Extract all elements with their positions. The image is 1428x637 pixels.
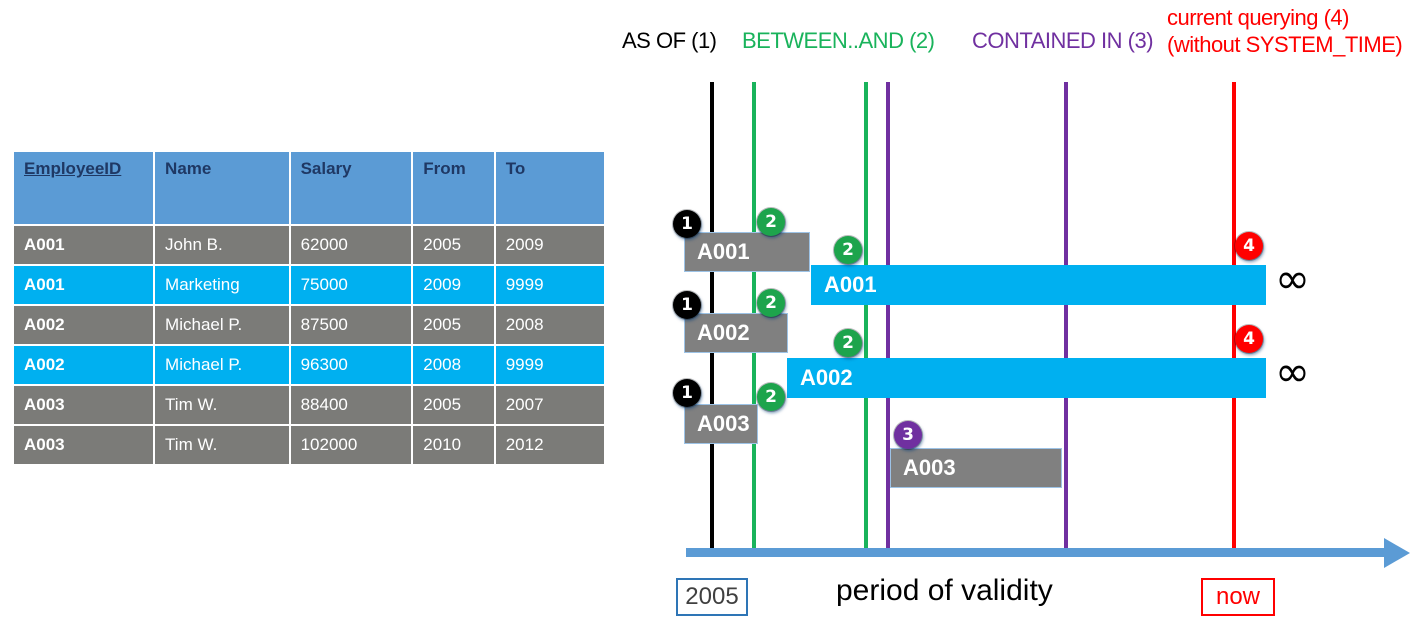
axis-start-tag: 2005 <box>676 578 748 616</box>
query-marker-badge-4: 4 <box>1235 232 1263 260</box>
validity-bar-label: A001 <box>824 272 877 297</box>
legend-item-as-of: AS OF (1) <box>622 28 717 54</box>
table-cell: 88400 <box>290 386 412 424</box>
legend-label-as-of: AS OF (1) <box>622 28 717 53</box>
table-cell: 9999 <box>495 266 604 304</box>
axis-caption: period of validity <box>836 574 1053 607</box>
validity-bar-label: A001 <box>697 239 750 264</box>
table-cell: Marketing <box>155 266 289 304</box>
infinity-icon: ∞ <box>1275 347 1310 396</box>
infinity-icon: ∞ <box>1275 254 1310 303</box>
table-cell: A001 <box>14 226 154 264</box>
table-cell: 2012 <box>495 426 604 464</box>
validity-bar: A001 <box>684 232 810 272</box>
query-marker-badge-2: 2 <box>757 383 785 411</box>
column-header-salary: Salary <box>290 152 412 224</box>
table-cell: A001 <box>14 266 154 304</box>
legend-label-current-querying-line1: current querying (4) <box>1167 5 1349 30</box>
table-cell: Tim W. <box>155 386 289 424</box>
table-cell: 2008 <box>413 346 494 384</box>
validity-bar: A002 <box>787 358 1266 398</box>
column-header-name: Name <box>155 152 289 224</box>
table-cell: 96300 <box>290 346 412 384</box>
query-marker-badge-2: 2 <box>757 289 785 317</box>
validity-bar-label: A003 <box>697 411 750 436</box>
table-cell: 87500 <box>290 306 412 344</box>
column-header-from: From <box>413 152 494 224</box>
table-cell: 2007 <box>495 386 604 424</box>
table-cell: 2010 <box>413 426 494 464</box>
table-cell: 2005 <box>413 306 494 344</box>
table-cell: Michael P. <box>155 306 289 344</box>
validity-bar: A001 <box>811 265 1266 305</box>
now-line <box>1232 82 1236 556</box>
column-header-employeeid: EmployeeID <box>14 152 154 224</box>
query-marker-badge-1: 1 <box>673 379 701 407</box>
validity-bar-label: A002 <box>697 320 750 345</box>
table-cell: 62000 <box>290 226 412 264</box>
legend-item-current-querying: current querying (4) (without SYSTEM_TIM… <box>1167 4 1403 58</box>
query-marker-badge-2: 2 <box>757 208 785 236</box>
legend: AS OF (1) BETWEEN..AND (2) CONTAINED IN … <box>0 0 1428 64</box>
table-cell: A003 <box>14 426 154 464</box>
table-cell: 75000 <box>290 266 412 304</box>
table-cell: A003 <box>14 386 154 424</box>
validity-bar: A002 <box>684 313 788 353</box>
validity-bar: A003 <box>890 448 1062 488</box>
query-marker-badge-2: 2 <box>834 329 862 357</box>
between-end-line <box>864 82 868 556</box>
query-marker-badge-2: 2 <box>834 236 862 264</box>
column-header-to: To <box>495 152 604 224</box>
legend-label-current-querying-line2: (without SYSTEM_TIME) <box>1167 32 1403 57</box>
table-cell: 2009 <box>495 226 604 264</box>
validity-bar: A003 <box>684 404 758 444</box>
legend-item-between-and: BETWEEN..AND (2) <box>742 28 935 54</box>
table-cell: A002 <box>14 346 154 384</box>
table-header-row: EmployeeID Name Salary From To <box>14 152 604 224</box>
table-cell: Michael P. <box>155 346 289 384</box>
legend-item-contained-in: CONTAINED IN (3) <box>972 28 1154 54</box>
table-cell: 2009 <box>413 266 494 304</box>
legend-label-contained-in: CONTAINED IN (3) <box>972 28 1154 53</box>
contained-end-line <box>1064 82 1068 556</box>
table-cell: A002 <box>14 306 154 344</box>
query-marker-badge-4: 4 <box>1235 325 1263 353</box>
query-marker-badge-1: 1 <box>673 210 701 238</box>
table-cell: John B. <box>155 226 289 264</box>
validity-bar-label: A003 <box>903 455 956 480</box>
table-cell: 2005 <box>413 226 494 264</box>
time-axis <box>686 548 1386 557</box>
contained-start-line <box>886 82 890 556</box>
time-axis-arrow-icon <box>1384 538 1410 568</box>
table-cell: 2005 <box>413 386 494 424</box>
table-cell: 2008 <box>495 306 604 344</box>
validity-bar-label: A002 <box>800 365 853 390</box>
query-marker-badge-1: 1 <box>673 291 701 319</box>
table-cell: 102000 <box>290 426 412 464</box>
legend-label-between-and: BETWEEN..AND (2) <box>742 28 935 53</box>
table-cell: Tim W. <box>155 426 289 464</box>
axis-now-tag: now <box>1201 578 1275 616</box>
query-marker-badge-3: 3 <box>894 421 922 449</box>
table-cell: 9999 <box>495 346 604 384</box>
